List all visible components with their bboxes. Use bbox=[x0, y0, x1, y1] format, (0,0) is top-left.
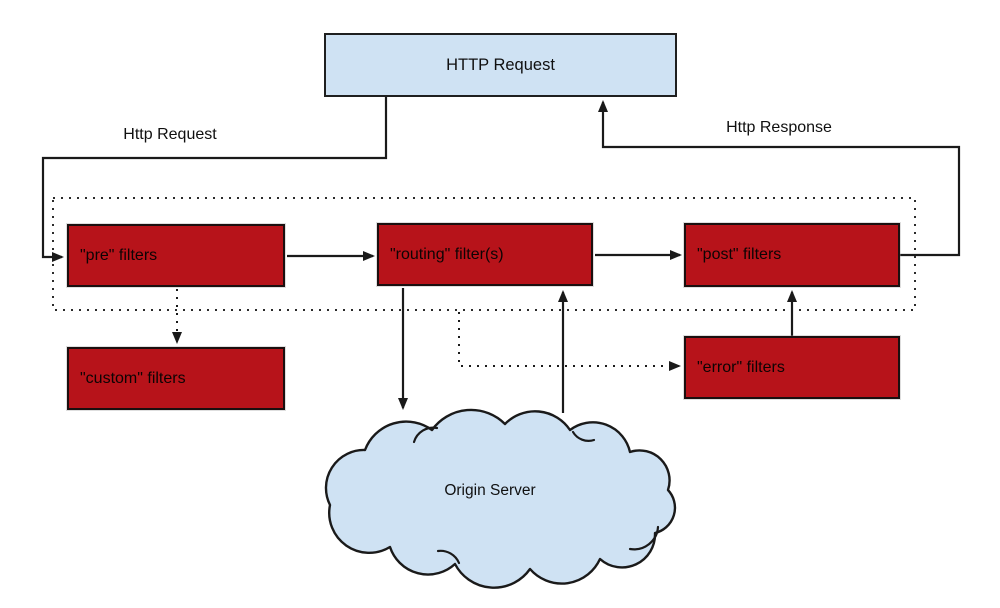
http-request-edge-label: Http Request bbox=[123, 126, 217, 143]
post-filters-node: "post" filters bbox=[684, 223, 900, 287]
http-request-node: HTTP Request bbox=[324, 33, 677, 97]
cloud-outline bbox=[324, 408, 677, 589]
origin-server-label: Origin Server bbox=[444, 482, 536, 499]
post-filters-label: "post" filters bbox=[697, 246, 782, 263]
edge-to-error-dotted bbox=[458, 312, 681, 371]
http-request-node-label: HTTP Request bbox=[446, 55, 555, 74]
origin-server-cloud bbox=[324, 408, 677, 589]
edge-http-response bbox=[598, 100, 961, 257]
error-filters-node: "error" filters bbox=[684, 336, 900, 399]
pre-filters-node: "pre" filters bbox=[67, 224, 285, 287]
cloud-curl bbox=[571, 430, 596, 442]
edge-http-request bbox=[41, 97, 388, 262]
custom-filters-node: "custom" filters bbox=[67, 347, 285, 410]
http-response-edge-label: Http Response bbox=[726, 119, 832, 136]
routing-filters-label: "routing" filter(s) bbox=[390, 245, 504, 263]
custom-filters-label: "custom" filters bbox=[80, 369, 186, 387]
cloud-curl bbox=[628, 525, 660, 551]
error-filters-label: "error" filters bbox=[697, 358, 785, 376]
cloud-curl bbox=[412, 426, 439, 444]
routing-filters-node: "routing" filter(s) bbox=[377, 223, 593, 286]
cloud-curl bbox=[436, 549, 461, 565]
pre-filters-label: "pre" filters bbox=[80, 246, 158, 264]
